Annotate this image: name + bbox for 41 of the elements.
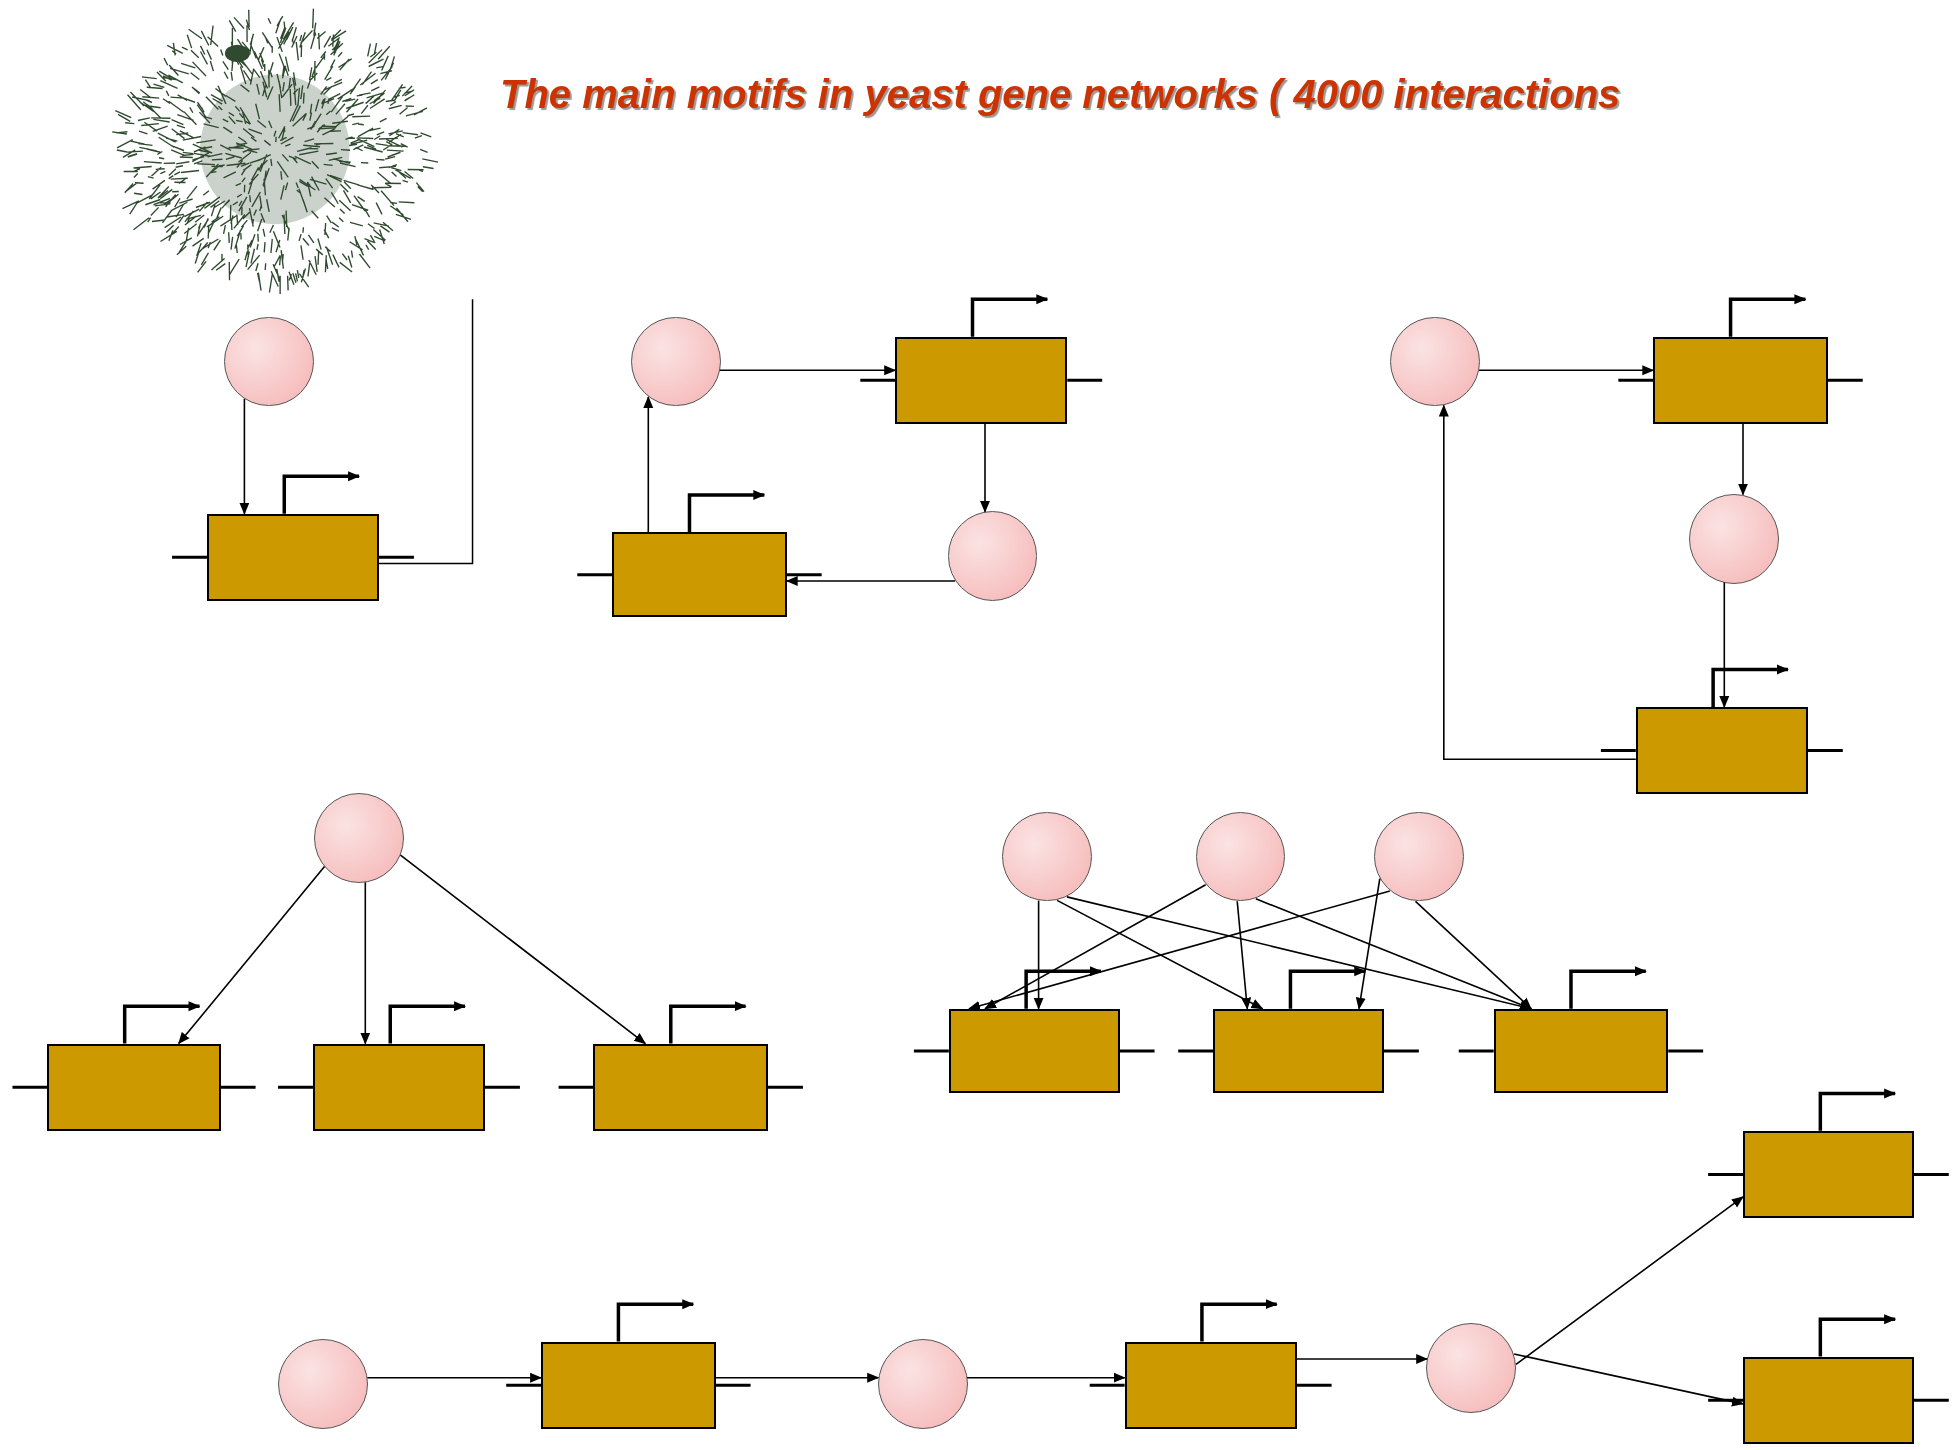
gene-box (1493, 1008, 1669, 1094)
arrow (980, 423, 990, 513)
arrow (1719, 581, 1730, 708)
arrow (1056, 899, 1264, 1010)
arrow (360, 881, 371, 1045)
arrow (1478, 365, 1655, 376)
arrow (1033, 899, 1044, 1010)
gene-box (1743, 1130, 1914, 1219)
arrow (984, 884, 1207, 1010)
arrow (643, 396, 654, 534)
gene-box (1124, 1341, 1297, 1429)
arrow (785, 576, 956, 586)
gene-box (948, 1008, 1120, 1094)
arrow (719, 365, 897, 376)
gene-box (312, 1043, 485, 1131)
arrow (239, 398, 250, 515)
arrow (1438, 404, 1637, 761)
title: The main motifs in yeast gene networks ( 4000 interactions (500, 71, 1621, 118)
arrow (1236, 900, 1252, 1010)
gene-box (1653, 336, 1828, 424)
gene-box (1635, 706, 1808, 795)
gene-box (206, 513, 379, 601)
gene-box (1743, 1356, 1914, 1444)
arrow (968, 890, 1391, 1011)
gene-box (593, 1043, 768, 1131)
arrow (1738, 423, 1748, 496)
gene-box (612, 532, 787, 618)
arrow (177, 865, 326, 1045)
arrow (366, 1372, 543, 1383)
gene-box (541, 1341, 716, 1429)
arrow (966, 1372, 1126, 1383)
arrow (1513, 1353, 1744, 1407)
arrow (1515, 1196, 1744, 1366)
gene-box (47, 1043, 221, 1131)
arrow (1355, 877, 1381, 1010)
arrow (714, 1372, 880, 1383)
arrow (1414, 900, 1532, 1010)
gene-box (895, 336, 1068, 424)
arrow (1295, 1354, 1429, 1364)
gene-box (1213, 1008, 1384, 1094)
arrow (399, 854, 647, 1045)
